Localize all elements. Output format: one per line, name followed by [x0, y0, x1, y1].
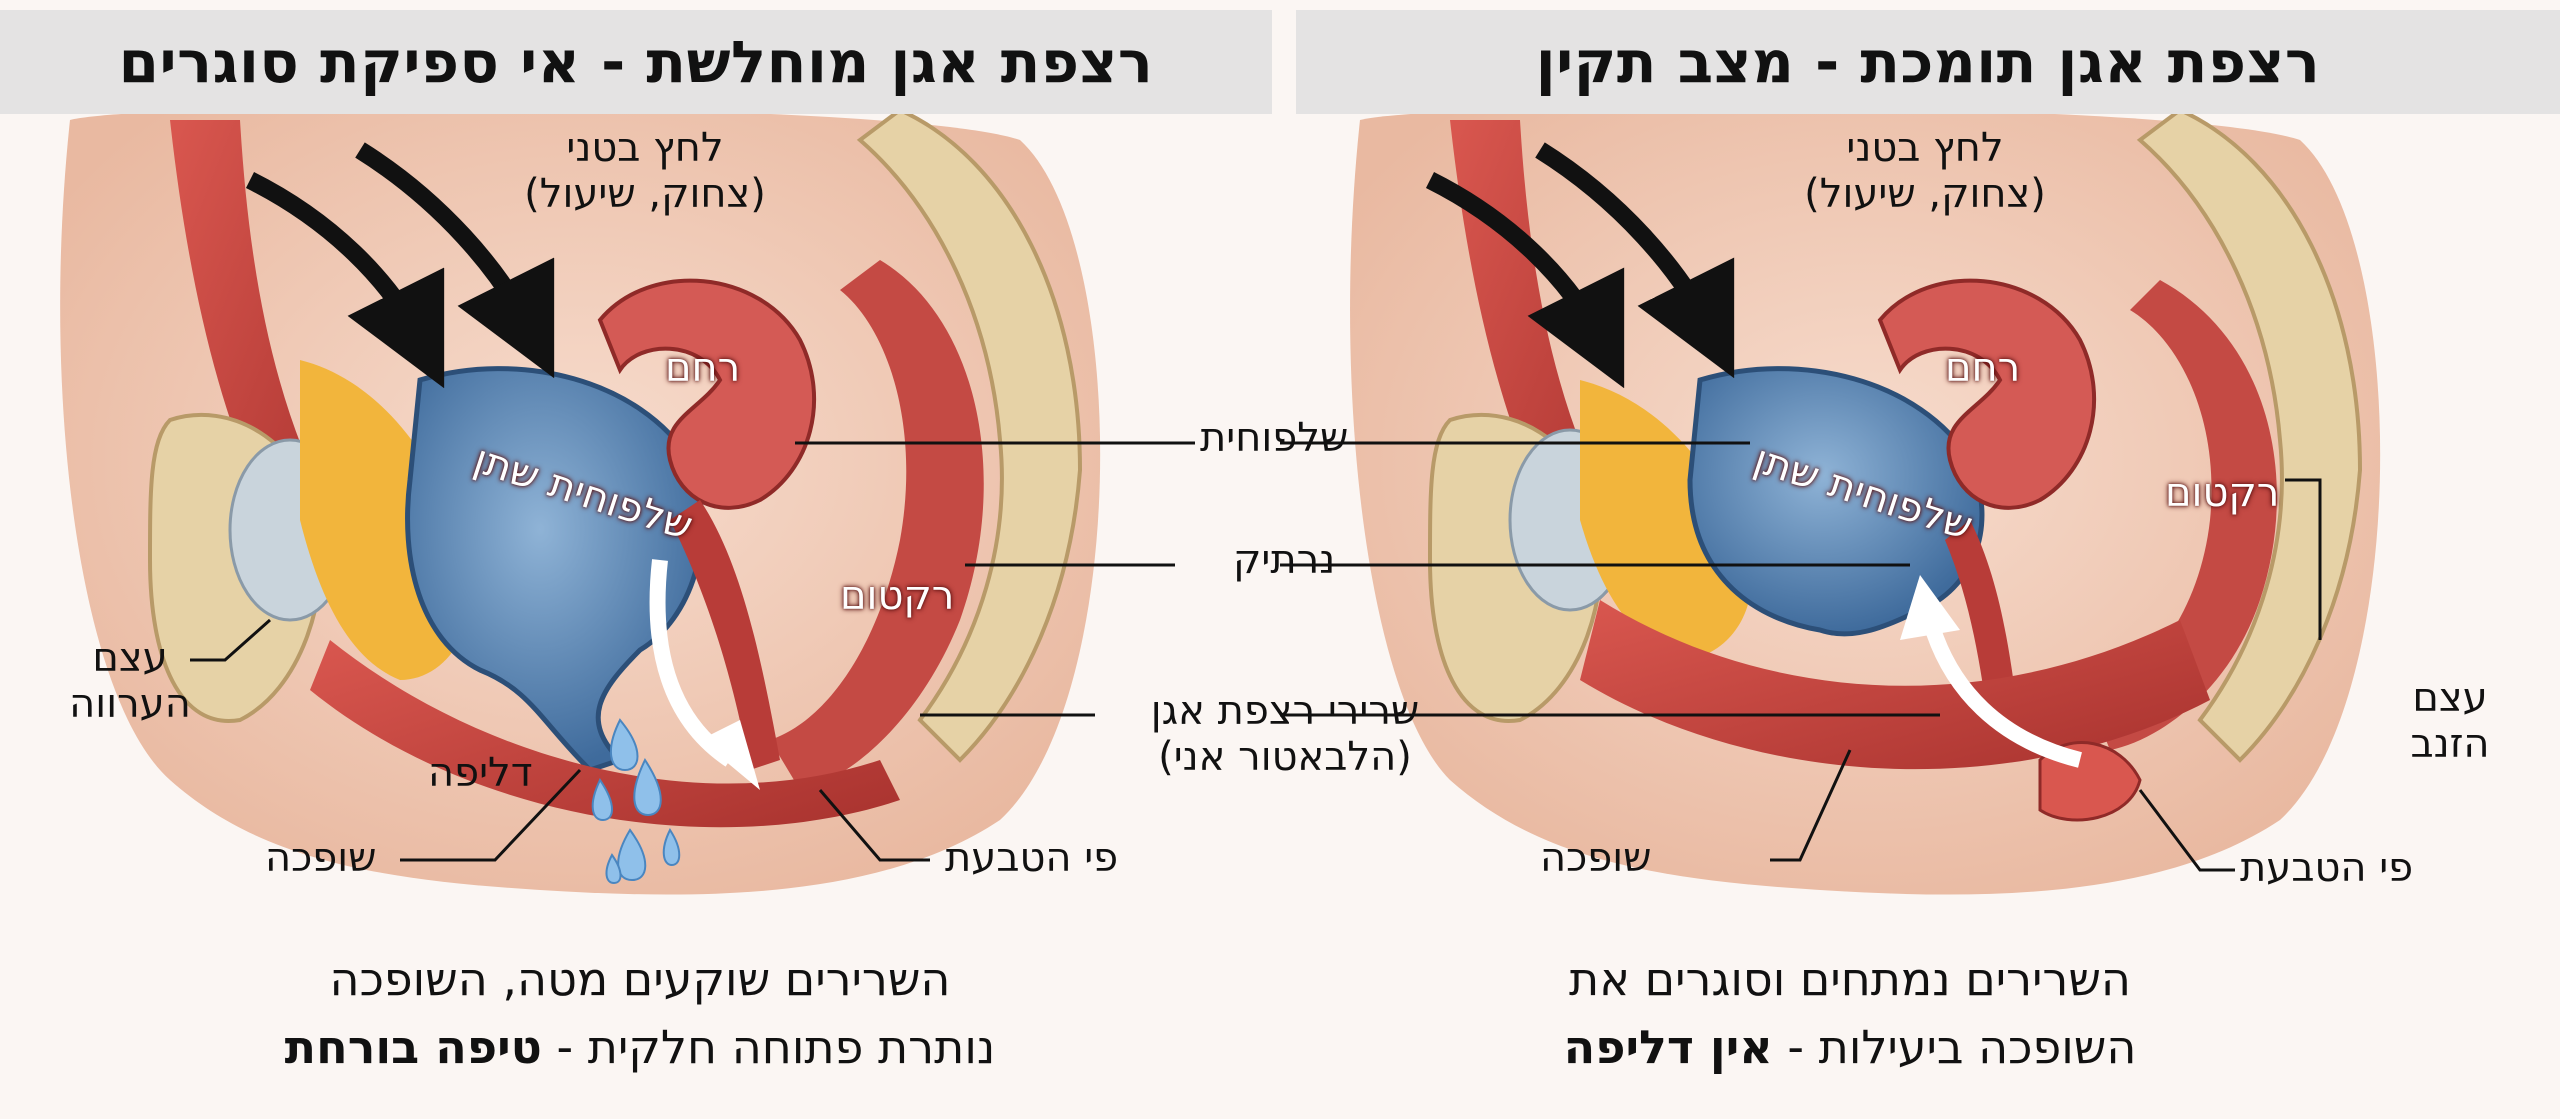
coccyx-label-line1: עצם — [2412, 675, 2488, 721]
urethra-label: שופכה — [1540, 835, 1652, 881]
uterus-label: רחם — [665, 345, 741, 391]
sacrum-bone — [2136, 107, 2363, 763]
caption-line2-plain: נותרת פתוחה חלקית - — [541, 1020, 996, 1075]
caption-line1: השרירים שוקעים מטה, השופכה — [329, 952, 951, 1006]
caption: השרירים נמתחים וסוגרים את השופכה ביעילות… — [1300, 945, 2400, 1081]
pelvic-floor-label: שרירי רצפת אגן (הלבאטור אני) — [1105, 688, 1465, 780]
anus-label-left: פי הטבעת — [945, 835, 1119, 881]
vagina-shape — [670, 500, 780, 770]
pressure-label-line2: (צחוק, שיעול) — [524, 171, 766, 217]
caption-line2-bold: טיפה בורחת — [284, 1020, 542, 1075]
caption-line2: השופכה ביעילות - אין דליפה — [1300, 1013, 2400, 1081]
rectum-label: רקטום — [840, 573, 955, 619]
pressure-arrow-1 — [1425, 171, 1625, 389]
leader-lines — [190, 441, 1195, 862]
pressure-arrow-1 — [245, 171, 445, 389]
pressure-label: לחץ בטני (צחוק, שיעול) — [1770, 125, 2080, 217]
sacrum-bone — [856, 107, 1083, 763]
leak-label: דליפה — [428, 750, 533, 796]
uterus-label: רחם — [1945, 345, 2021, 391]
pressure-arrow-2 — [1535, 142, 1735, 379]
rectum-wall — [2090, 280, 2277, 750]
caption-line1: השרירים נמתחים וסוגרים את — [1569, 952, 2131, 1006]
leak-arrow-head — [700, 720, 760, 790]
fat-pad — [1580, 380, 1752, 660]
closure-arrow-head — [1900, 575, 1960, 640]
pressure-label: לחץ בטני (צחוק, שיעול) — [490, 125, 800, 217]
rectum-wall — [770, 260, 984, 790]
pressure-arrow-2 — [355, 142, 555, 379]
coccyx-label-line2: הזנב — [2410, 721, 2490, 767]
pelvic-floor-label-line1: שרירי רצפת אגן — [1150, 688, 1420, 734]
caption-line2-bold: אין דליפה — [1563, 1020, 1773, 1075]
caption-line2: נותרת פתוחה חלקית - טיפה בורחת — [90, 1013, 1190, 1081]
anatomy-illustration-weakened — [60, 106, 1195, 895]
vagina-label: נרתיק — [1233, 537, 1336, 583]
caption-line2-plain: השופכה ביעילות - — [1772, 1020, 2137, 1075]
uterus-shape — [597, 278, 817, 510]
title-bar: רצפת אגן תומכת - מצב תקין — [1296, 10, 2560, 114]
pubic-bone-label: עצם הערווה — [55, 635, 205, 727]
title-bar: רצפת אגן מוחלשת - אי ספיקת סוגרים — [0, 10, 1272, 114]
leader-lines — [1280, 441, 2322, 872]
pubic-bone-label-line2: הערווה — [69, 681, 191, 727]
anatomy-illustration-normal — [1280, 106, 2381, 895]
droplets — [591, 718, 681, 885]
panel-title: רצפת אגן מוחלשת - אי ספיקת סוגרים — [118, 28, 1154, 96]
rectum-label: רקטום — [2165, 470, 2280, 516]
uterus-shape — [1877, 278, 2097, 510]
bladder-shape — [405, 366, 705, 773]
urethra-label: שופכה — [265, 835, 377, 881]
pressure-label-line1: לחץ בטני — [1846, 125, 2004, 171]
panel-weakened: רצפת אגן מוחלשת - אי ספיקת סוגרים לחץ בט… — [0, 10, 1272, 1081]
anus-label: פי הטבעת — [2240, 845, 2414, 891]
pubic-bone-label-line1: עצם — [92, 635, 168, 681]
coccyx-label: עצם הזנב — [2375, 675, 2525, 767]
closure-arrow — [1922, 617, 2082, 768]
pelvic-floor-label-line2: (הלבאטור אני) — [1158, 734, 1412, 780]
pelvic-floor-sling — [1580, 600, 2210, 770]
panel-normal: רצפת אגן תומכת - מצב תקין לחץ בטני (צחוק… — [1280, 0, 2560, 1119]
pressure-label-line1: לחץ בטני — [566, 125, 724, 171]
bladder-short-label: שלפוחית — [1200, 415, 1349, 461]
panel-title: רצפת אגן תומכת - מצב תקין — [1535, 28, 2321, 96]
caption: השרירים שוקעים מטה, השופכה נותרת פתוחה ח… — [90, 945, 1190, 1081]
pressure-label-line2: (צחוק, שיעול) — [1804, 171, 2046, 217]
